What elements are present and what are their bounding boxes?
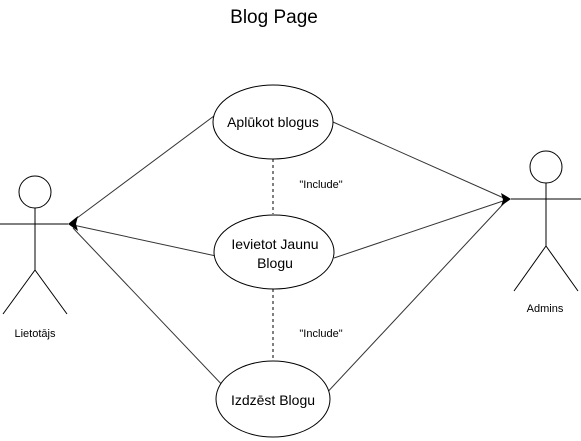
assoc-view-user bbox=[72, 109, 223, 222]
assoc-create-admin bbox=[333, 199, 507, 259]
assoc-create-user bbox=[72, 224, 217, 257]
arrowhead-user bbox=[68, 216, 78, 231]
assoc-view-admin bbox=[332, 121, 507, 200]
usecase-delete-ellipse bbox=[215, 360, 331, 438]
usecase-create-label-line1: Ievietot Jaunu bbox=[231, 236, 318, 252]
usecase-view-label: Aplūkot blogus bbox=[227, 114, 319, 130]
assoc-delete-admin bbox=[321, 200, 507, 399]
actor-admin-label: Admins bbox=[527, 303, 564, 315]
usecase-create-label-line2: Blogu bbox=[257, 255, 293, 271]
arrowhead-admin bbox=[501, 193, 511, 206]
usecase-create-ellipse bbox=[213, 214, 335, 290]
usecase-delete-label: Izdzēst Blogu bbox=[231, 392, 315, 408]
actor-admin-icon bbox=[511, 150, 581, 292]
usecase-view-ellipse bbox=[212, 84, 334, 160]
include-label-top: "Include" bbox=[299, 179, 342, 191]
diagram-title: Blog Page bbox=[230, 7, 318, 28]
actor-user-icon bbox=[0, 175, 68, 315]
include-label-bottom: "Include" bbox=[299, 328, 342, 340]
actor-user-label: Lietotājs bbox=[15, 328, 56, 340]
assoc-delete-user bbox=[72, 227, 228, 391]
